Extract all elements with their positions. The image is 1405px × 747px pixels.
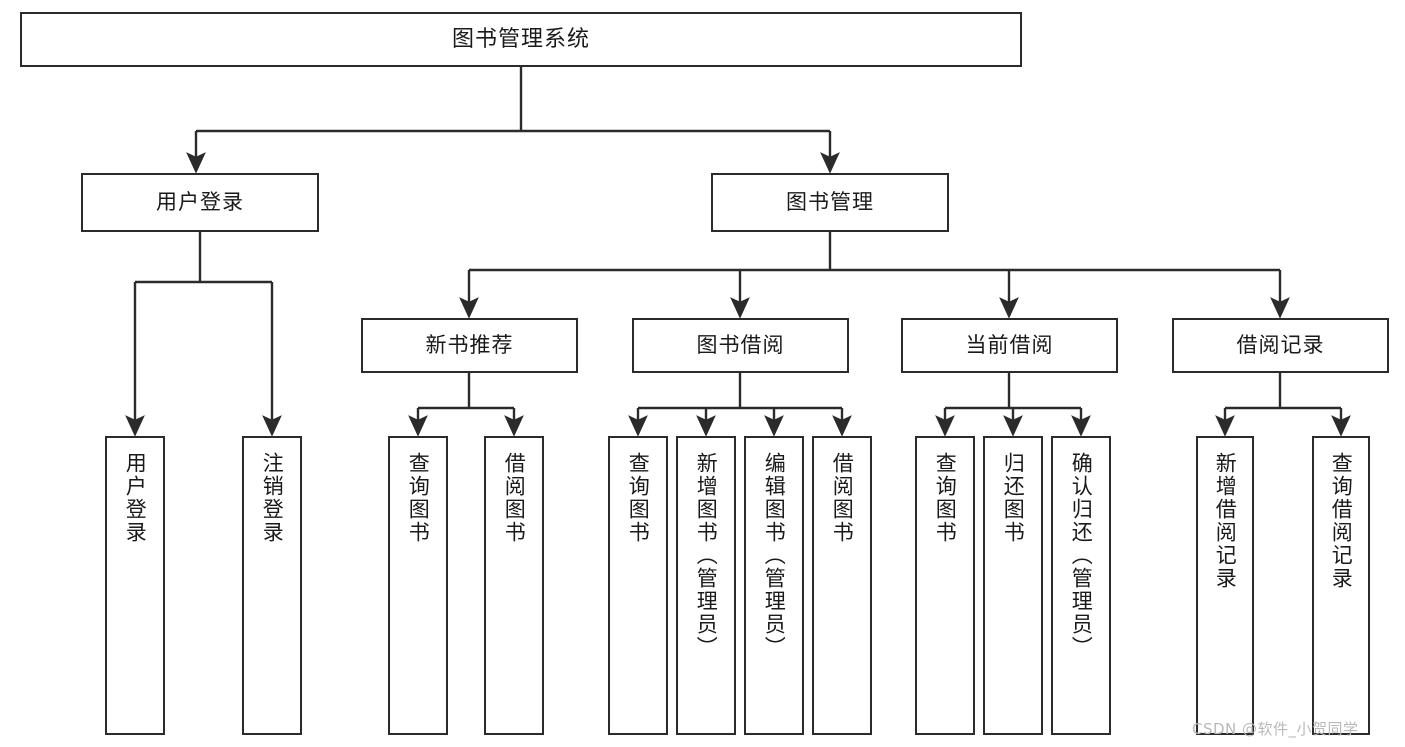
node-leaf-query-book-2-label: 查询图书 <box>626 452 651 544</box>
node-leaf-query-record[interactable]: 查询借阅记录 <box>1312 436 1370 735</box>
node-borrow-record[interactable]: 借阅记录 <box>1172 318 1389 373</box>
node-leaf-query-book-3[interactable]: 查询图书 <box>915 436 975 735</box>
node-book-borrow-label: 图书借阅 <box>696 333 785 358</box>
node-leaf-return-book[interactable]: 归还图书 <box>983 436 1043 735</box>
node-new-book-rec-label: 新书推荐 <box>425 333 514 358</box>
node-borrow-record-label: 借阅记录 <box>1236 333 1325 358</box>
node-leaf-borrow-book-1[interactable]: 借阅图书 <box>484 436 544 735</box>
node-book-manage-label: 图书管理 <box>786 190 874 215</box>
node-book-manage[interactable]: 图书管理 <box>711 173 949 232</box>
node-root-label: 图书管理系统 <box>451 26 590 52</box>
node-leaf-query-book-1-label: 查询图书 <box>406 452 431 544</box>
node-leaf-user-logout[interactable]: 注销登录 <box>242 436 302 735</box>
node-leaf-add-record[interactable]: 新增借阅记录 <box>1196 436 1254 735</box>
node-leaf-add-book[interactable]: 新增图书（管理员） <box>676 436 736 735</box>
csdn-watermark: CSDN @软件_小贺同学 <box>1192 720 1359 738</box>
node-book-borrow[interactable]: 图书借阅 <box>632 318 849 373</box>
node-leaf-query-record-label: 查询借阅记录 <box>1329 452 1354 590</box>
node-leaf-query-book-1[interactable]: 查询图书 <box>388 436 448 735</box>
node-leaf-edit-book-label: 编辑图书（管理员） <box>762 452 787 659</box>
node-current-borrow[interactable]: 当前借阅 <box>901 318 1118 373</box>
node-leaf-user-login-label: 用户登录 <box>123 452 148 544</box>
node-leaf-confirm-return[interactable]: 确认归还（管理员） <box>1051 436 1111 735</box>
node-leaf-borrow-book-2-label: 借阅图书 <box>830 452 855 544</box>
node-leaf-query-book-3-label: 查询图书 <box>933 452 958 544</box>
node-leaf-user-logout-label: 注销登录 <box>260 452 285 544</box>
node-current-borrow-label: 当前借阅 <box>965 333 1054 358</box>
node-user-login[interactable]: 用户登录 <box>81 173 319 232</box>
node-leaf-confirm-return-label: 确认归还（管理员） <box>1069 452 1094 659</box>
node-leaf-user-login[interactable]: 用户登录 <box>105 436 165 735</box>
node-leaf-add-record-label: 新增借阅记录 <box>1213 452 1238 590</box>
node-new-book-rec[interactable]: 新书推荐 <box>361 318 578 373</box>
node-leaf-borrow-book-2[interactable]: 借阅图书 <box>812 436 872 735</box>
node-leaf-borrow-book-1-label: 借阅图书 <box>502 452 527 544</box>
node-leaf-query-book-2[interactable]: 查询图书 <box>608 436 668 735</box>
node-leaf-edit-book[interactable]: 编辑图书（管理员） <box>744 436 804 735</box>
node-user-login-label: 用户登录 <box>156 190 244 215</box>
node-root[interactable]: 图书管理系统 <box>20 12 1022 67</box>
node-leaf-add-book-label: 新增图书（管理员） <box>694 452 719 659</box>
node-leaf-return-book-label: 归还图书 <box>1001 452 1026 544</box>
